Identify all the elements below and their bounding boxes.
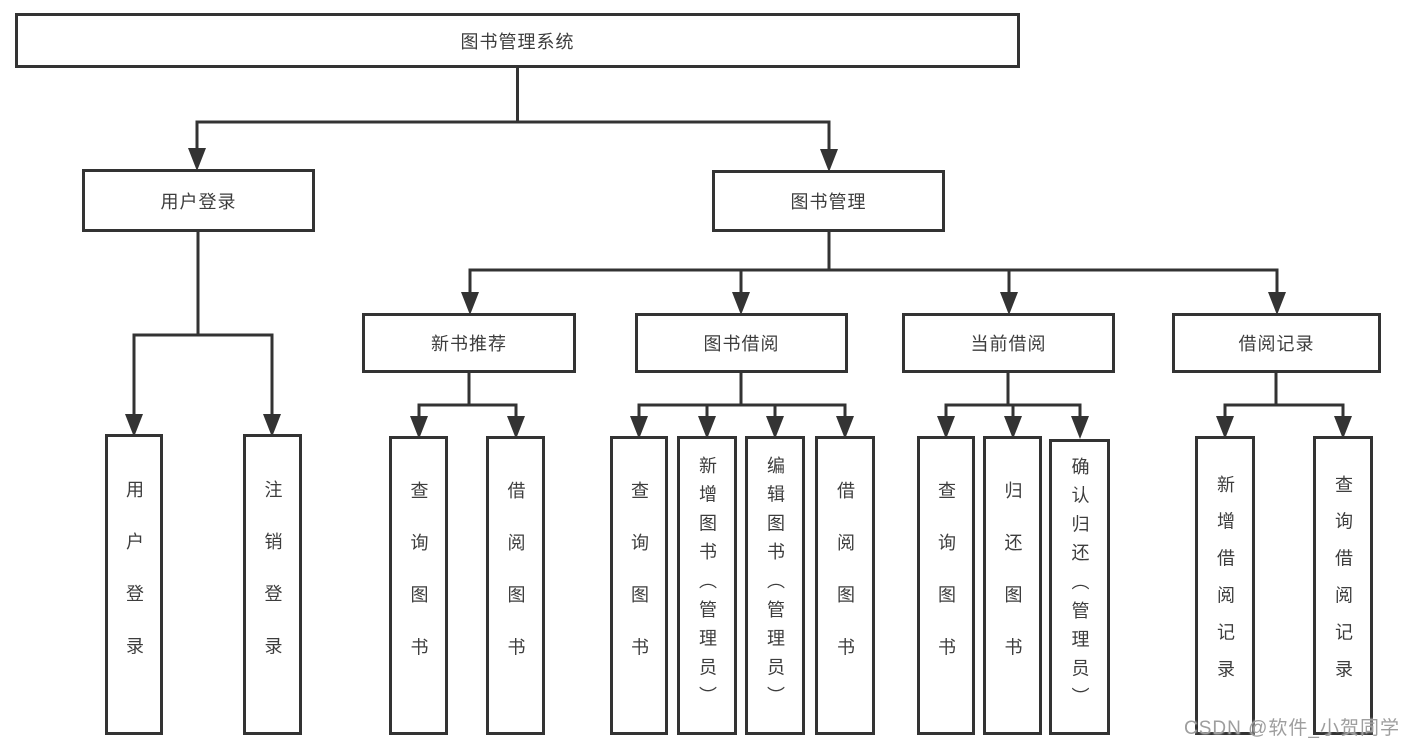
node-query-books-current: 查询图书 bbox=[917, 436, 975, 735]
node-root-label: 图书管理系统 bbox=[460, 31, 575, 52]
node-book-management: 图书管理 bbox=[712, 170, 945, 232]
node-query-books-borrowing: 查询图书 bbox=[610, 436, 668, 735]
node-root: 图书管理系统 bbox=[15, 13, 1020, 68]
node-edit-book-admin: 编辑图书（管理员） bbox=[745, 436, 805, 735]
node-query-borrow-record: 查询借阅记录 bbox=[1313, 436, 1373, 735]
node-label: 借阅图书 bbox=[505, 481, 526, 690]
node-book-borrowing: 图书借阅 bbox=[635, 313, 848, 373]
node-logout: 注销登录 bbox=[243, 434, 302, 735]
node-return-books: 归还图书 bbox=[983, 436, 1042, 735]
node-user-login-branch: 用户登录 bbox=[82, 169, 315, 232]
node-label: 查询图书 bbox=[936, 481, 956, 690]
arrowheads bbox=[125, 148, 1352, 439]
node-label: 查询图书 bbox=[629, 481, 649, 690]
node-label: 确认归还（管理员） bbox=[1069, 457, 1090, 717]
node-label: 新增借阅记录 bbox=[1215, 474, 1235, 697]
node-label: 查询图书 bbox=[408, 481, 429, 690]
watermark: CSDN @软件_小贺同学 bbox=[1184, 718, 1400, 739]
node-borrow-books: 借阅图书 bbox=[815, 436, 875, 735]
node-confirm-return-admin: 确认归还（管理员） bbox=[1049, 439, 1110, 735]
node-label: 编辑图书（管理员） bbox=[765, 455, 785, 716]
node-label: 图书借阅 bbox=[703, 334, 780, 354]
node-label: 新书推荐 bbox=[431, 334, 507, 354]
node-label: 用户登录 bbox=[160, 191, 237, 212]
node-label: 图书管理 bbox=[790, 192, 867, 212]
node-label: 注销登录 bbox=[262, 480, 283, 689]
node-add-book-admin: 新增图书（管理员） bbox=[677, 436, 737, 735]
node-label: 用户登录 bbox=[124, 480, 144, 689]
node-new-book-recommend: 新书推荐 bbox=[362, 313, 576, 373]
node-label: 归还图书 bbox=[1002, 481, 1023, 690]
node-query-books-recommend: 查询图书 bbox=[389, 436, 448, 735]
connector-path bbox=[132, 68, 1345, 421]
node-borrow-books-recommend: 借阅图书 bbox=[486, 436, 545, 735]
node-label: 当前借阅 bbox=[970, 334, 1047, 354]
node-current-borrowing: 当前借阅 bbox=[902, 313, 1115, 373]
node-login: 用户登录 bbox=[105, 434, 163, 735]
node-label: 查询借阅记录 bbox=[1333, 474, 1353, 697]
node-borrow-records: 借阅记录 bbox=[1172, 313, 1381, 373]
node-label: 借阅图书 bbox=[835, 481, 855, 690]
node-label: 借阅记录 bbox=[1238, 334, 1315, 354]
node-label: 新增图书（管理员） bbox=[697, 455, 717, 716]
node-add-borrow-record: 新增借阅记录 bbox=[1195, 436, 1255, 735]
